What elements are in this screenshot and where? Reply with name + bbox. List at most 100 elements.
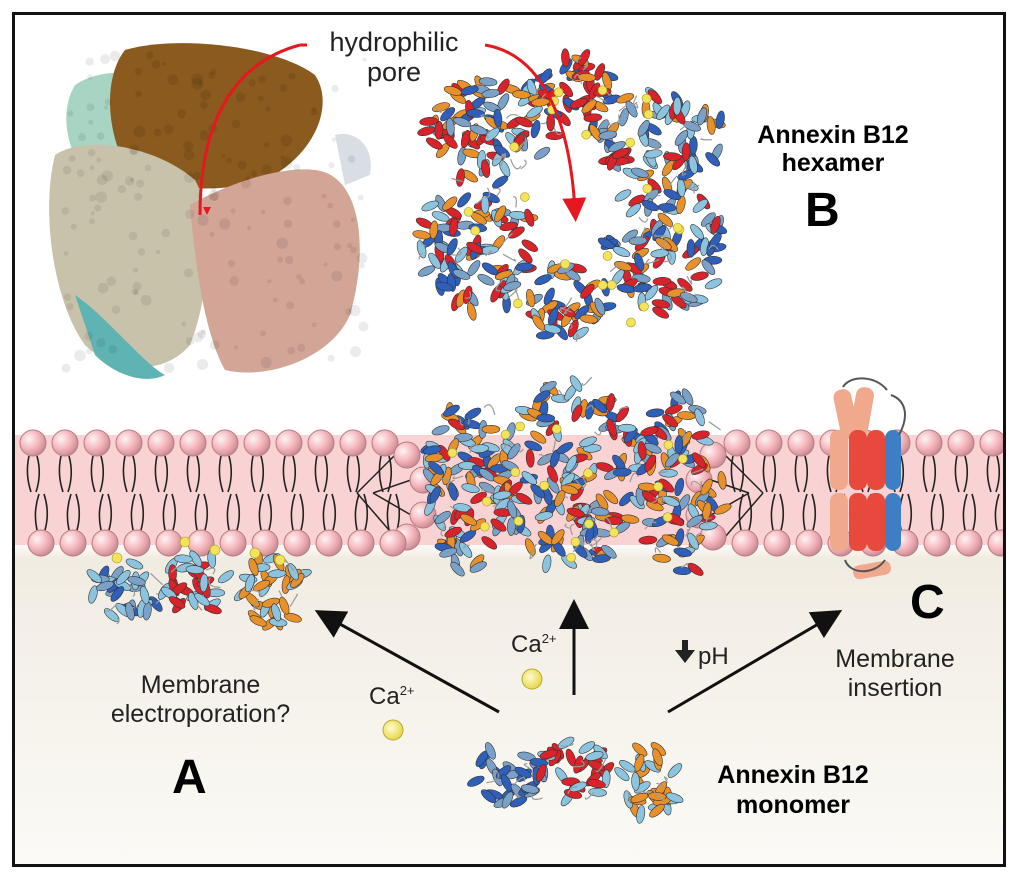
loop-segment	[513, 196, 517, 208]
loop-segment	[681, 562, 689, 569]
helix-segment	[650, 249, 670, 258]
surface-bump	[279, 84, 288, 92]
lipid-tail	[770, 493, 785, 531]
helix-segment	[691, 430, 710, 440]
loop-segment	[581, 376, 593, 386]
helix-segment	[709, 232, 722, 249]
surface-bump	[184, 268, 194, 278]
loop-segment	[575, 333, 580, 342]
loop-segment	[708, 244, 719, 250]
surface-bump	[144, 164, 152, 172]
surface-bump	[167, 74, 179, 86]
bound-calcium	[606, 280, 617, 290]
lipid-tail	[724, 492, 764, 538]
loop-segment	[584, 791, 595, 800]
helix-segment	[664, 404, 683, 415]
helix-segment	[521, 239, 538, 252]
bound-calcium	[641, 93, 652, 104]
helix-segment	[525, 449, 535, 468]
lipid-head	[83, 429, 111, 457]
helix-segment	[579, 314, 599, 324]
surface-bump	[89, 218, 96, 225]
helix-segment	[612, 246, 631, 257]
lipid-head	[787, 429, 815, 457]
surface-bump	[357, 194, 364, 201]
surface-bump	[183, 140, 194, 152]
loop-segment	[208, 577, 221, 589]
helix-cylinder	[849, 493, 867, 551]
surface-bump	[100, 54, 111, 65]
loop-segment	[606, 91, 612, 96]
surface-bump	[245, 175, 251, 181]
lipid-head	[763, 529, 791, 557]
loop-segment	[567, 786, 578, 795]
hexamer-title-line1: Annexin B12	[757, 121, 909, 149]
helix-segment	[454, 246, 468, 263]
bound-calcium	[209, 544, 221, 556]
helix-segment	[501, 791, 514, 809]
lipid-tail	[372, 492, 412, 516]
surface-bump	[199, 130, 210, 141]
surface-bump	[359, 263, 365, 269]
lipid-head	[155, 529, 183, 557]
loop-segment	[594, 428, 602, 436]
loop-segment	[586, 540, 595, 551]
helix-segment	[536, 413, 556, 423]
loop-segment	[486, 129, 491, 139]
loop-segment	[663, 252, 672, 263]
surface-bump	[87, 74, 93, 80]
lipid-head	[243, 429, 271, 457]
bound-calcium	[510, 467, 521, 477]
lipid-head	[123, 529, 151, 557]
loop-segment	[609, 265, 622, 273]
loop-segment	[679, 120, 692, 131]
helix-segment	[624, 427, 638, 443]
helix-segment	[658, 478, 674, 493]
surface-bump	[250, 170, 258, 177]
lipid-head	[723, 429, 751, 457]
bound-calcium	[560, 259, 571, 269]
helix-segment	[249, 615, 267, 627]
surface-bump	[298, 278, 306, 285]
surface-bump	[350, 246, 357, 254]
helix-segment	[580, 283, 595, 299]
helix-segment	[706, 116, 716, 135]
lipid-tail	[26, 455, 41, 493]
helix-segment	[561, 48, 570, 68]
surface-bump	[155, 249, 161, 255]
helix-segment	[271, 603, 282, 622]
lipid-tail	[738, 493, 753, 531]
helix-segment	[714, 503, 732, 515]
loop-segment	[523, 763, 530, 769]
calcium-label-middle-charge: 2+	[541, 631, 557, 646]
helix-segment	[579, 436, 597, 448]
bound-calcium	[643, 109, 654, 120]
loop-segment	[502, 443, 513, 450]
loop-segment	[686, 275, 693, 285]
loop-segment	[700, 137, 713, 141]
helix-segment	[459, 542, 473, 558]
helix-segment	[88, 585, 98, 604]
helix-segment	[515, 492, 533, 505]
loop-segment	[637, 791, 649, 794]
loop-segment	[483, 404, 496, 415]
helix-segment	[674, 477, 685, 497]
surface-bump	[200, 89, 211, 101]
surface-bump	[61, 363, 71, 373]
lipid-head	[59, 529, 87, 557]
helix-segment	[595, 493, 609, 510]
helix-segment	[535, 764, 547, 782]
loop-segment	[605, 119, 611, 126]
surface-bump	[96, 338, 106, 348]
helix-segment	[127, 576, 146, 586]
helix-segment	[96, 581, 114, 592]
lipid-tail	[98, 493, 113, 531]
surface-bump	[184, 209, 195, 220]
helix-segment	[649, 803, 665, 818]
loop-segment	[449, 505, 458, 510]
surface-bound-annexin	[86, 536, 312, 631]
helix-cylinder	[867, 430, 885, 490]
calcium-label-middle: Ca2+	[511, 631, 557, 659]
loop-segment	[492, 187, 501, 197]
surface-bump	[96, 174, 108, 186]
